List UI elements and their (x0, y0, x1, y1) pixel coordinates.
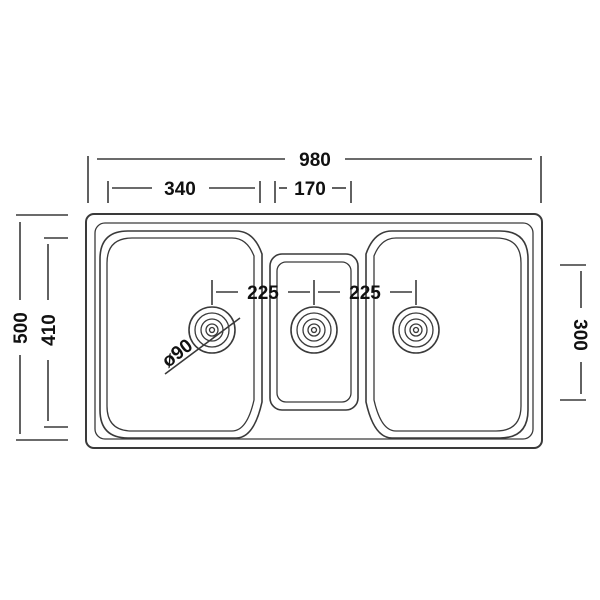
bowl-depth-label: 410 (39, 314, 60, 346)
center-bowl-width-label: 170 (294, 179, 326, 200)
right-bowl-inner (373, 237, 522, 432)
center-bowl-outer (269, 253, 359, 411)
center-bowl-inner (276, 261, 352, 403)
left-bowl-inner (106, 237, 255, 432)
right-bowl-outer (365, 230, 529, 439)
drain-spacing-right-label: 225 (349, 283, 381, 304)
side-depth-label: 300 (569, 319, 590, 351)
overall-depth-label: 500 (11, 312, 32, 344)
left-bowl-width-label: 340 (164, 179, 196, 200)
dimension-lines (16, 156, 586, 441)
sink-inner-rim (94, 222, 534, 440)
left-drain (188, 306, 236, 354)
overall-width-label: 980 (299, 150, 331, 171)
sink-body (85, 213, 543, 449)
left-bowl-outer (99, 230, 263, 439)
sink-outer-rim (85, 213, 543, 449)
dimension-labels: 980 340 170 500 410 300 225 225 ø90 (11, 150, 590, 372)
drain-spacing-left-label: 225 (247, 283, 279, 304)
center-drain (290, 306, 338, 354)
right-drain (392, 306, 440, 354)
